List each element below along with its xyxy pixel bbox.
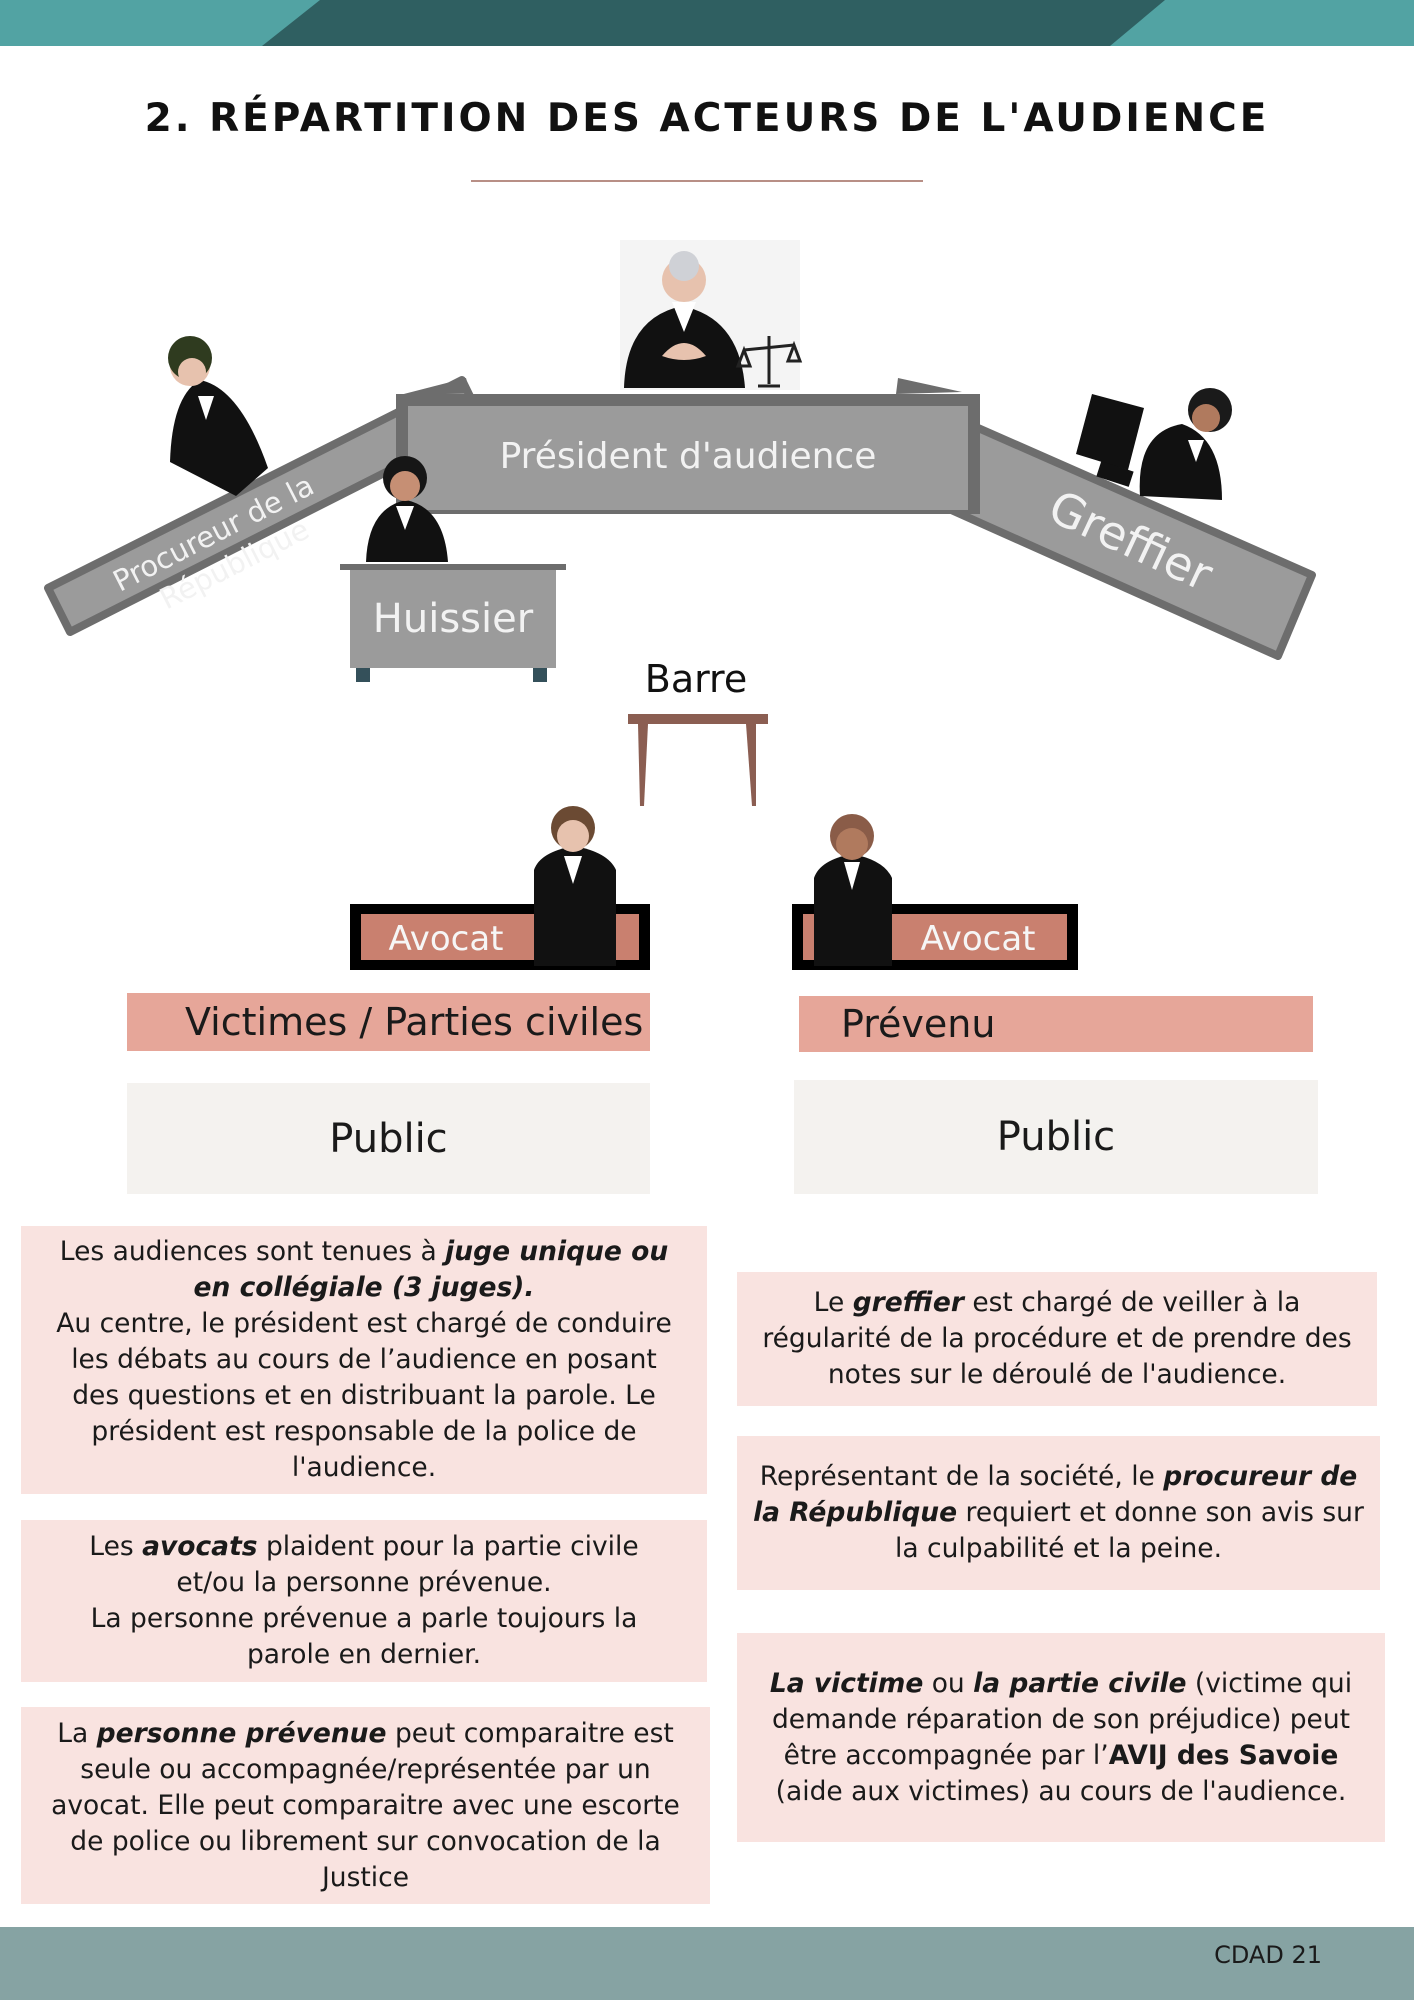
top-banner	[0, 0, 1414, 46]
juges-text-1: Les audiences sont tenues à	[59, 1236, 446, 1267]
footer-label: CDAD 21	[1214, 1941, 1322, 1969]
prevenu-band: Prévenu	[799, 996, 1313, 1052]
juges-text-2: Au centre, le président est chargé de co…	[56, 1308, 672, 1483]
avocats-text-1: Les	[89, 1531, 143, 1562]
barre-label: Barre	[645, 657, 747, 701]
victimes-band: Victimes / Parties civiles	[127, 993, 650, 1051]
president-label: Président d'audience	[500, 436, 877, 477]
avocat-left-figure	[534, 806, 616, 966]
procureur-info-box: Représentant de la société, le procureur…	[737, 1436, 1380, 1590]
prevenue-emphasis: personne prévenue	[96, 1717, 387, 1749]
president-bench: Président d'audience	[396, 378, 980, 514]
public-left-label: Public	[329, 1115, 448, 1162]
avij-emphasis: AVIJ des Savoie	[1108, 1739, 1339, 1771]
victime-info-box: La victime ou la partie civile (victime …	[737, 1633, 1385, 1842]
avocat-left-label: Avocat	[388, 919, 503, 959]
victime-emphasis-2: la partie civile	[973, 1667, 1187, 1699]
public-left-box: Public	[127, 1083, 650, 1194]
huissier-label: Huissier	[373, 596, 534, 642]
avocats-emphasis: avocats	[142, 1531, 258, 1562]
huissier-desk: Huissier	[340, 564, 566, 682]
greffier-emphasis: greffier	[852, 1287, 964, 1318]
procureur-text-2: requiert et donne son avis sur la culpab…	[895, 1497, 1364, 1564]
public-right-label: Public	[996, 1114, 1116, 1160]
public-right-box: Public	[794, 1080, 1318, 1194]
avocats-text-3: La personne prévenue a parle toujours la…	[90, 1603, 638, 1670]
barre-table	[628, 714, 768, 806]
prevenue-text-2: peut comparaitre est seule ou accompagné…	[51, 1717, 680, 1893]
page-title: 2. RÉPARTITION DES ACTEURS DE L'AUDIENCE	[144, 96, 1270, 141]
avocats-text-2: plaident pour la partie civile et/ou la …	[176, 1531, 639, 1598]
juges-info-box: Les audiences sont tenues à juge unique …	[21, 1226, 707, 1494]
scales-icon	[735, 336, 803, 388]
prevenue-text-1: La	[57, 1717, 97, 1749]
procureur-emphasis: procureur de la République	[753, 1461, 1358, 1528]
footer-bar	[0, 1927, 1414, 2000]
greffier-text-1: Le	[813, 1287, 853, 1318]
avocat-right-figure	[814, 814, 892, 966]
courtroom-diagram: Procureur de la République Greffier Prés…	[44, 240, 1316, 806]
title-divider	[471, 180, 923, 182]
avocats-info-box: Les avocats plaident pour la partie civi…	[21, 1520, 707, 1682]
judge-figure	[624, 251, 745, 388]
prevenu-label: Prévenu	[841, 1002, 996, 1046]
victime-emphasis-1: La victime	[769, 1667, 924, 1699]
victime-text-3: (aide aux victimes) au cours de l'audien…	[775, 1775, 1347, 1807]
juges-emphasis: juge unique ou en collégiale (3 juges).	[193, 1236, 669, 1303]
victime-text-1: ou	[923, 1667, 974, 1699]
prevenue-info-box: La personne prévenue peut comparaitre es…	[21, 1707, 710, 1904]
victime-text-2: (victime qui demande réparation de son p…	[771, 1667, 1353, 1771]
avocat-right-label: Avocat	[920, 919, 1035, 959]
greffier-text-2: est chargé de veiller à la régularité de…	[762, 1287, 1352, 1390]
procureur-text-1: Représentant de la société, le	[759, 1461, 1164, 1492]
lawyers-diagram: Avocat Avocat	[350, 806, 1078, 970]
huissier-figure	[366, 456, 448, 562]
greffier-info-box: Le greffier est chargé de veiller à la r…	[737, 1272, 1377, 1406]
procureur-figure	[168, 336, 268, 496]
greffier-figure	[1076, 388, 1232, 500]
victimes-label: Victimes / Parties civiles	[185, 1000, 644, 1044]
